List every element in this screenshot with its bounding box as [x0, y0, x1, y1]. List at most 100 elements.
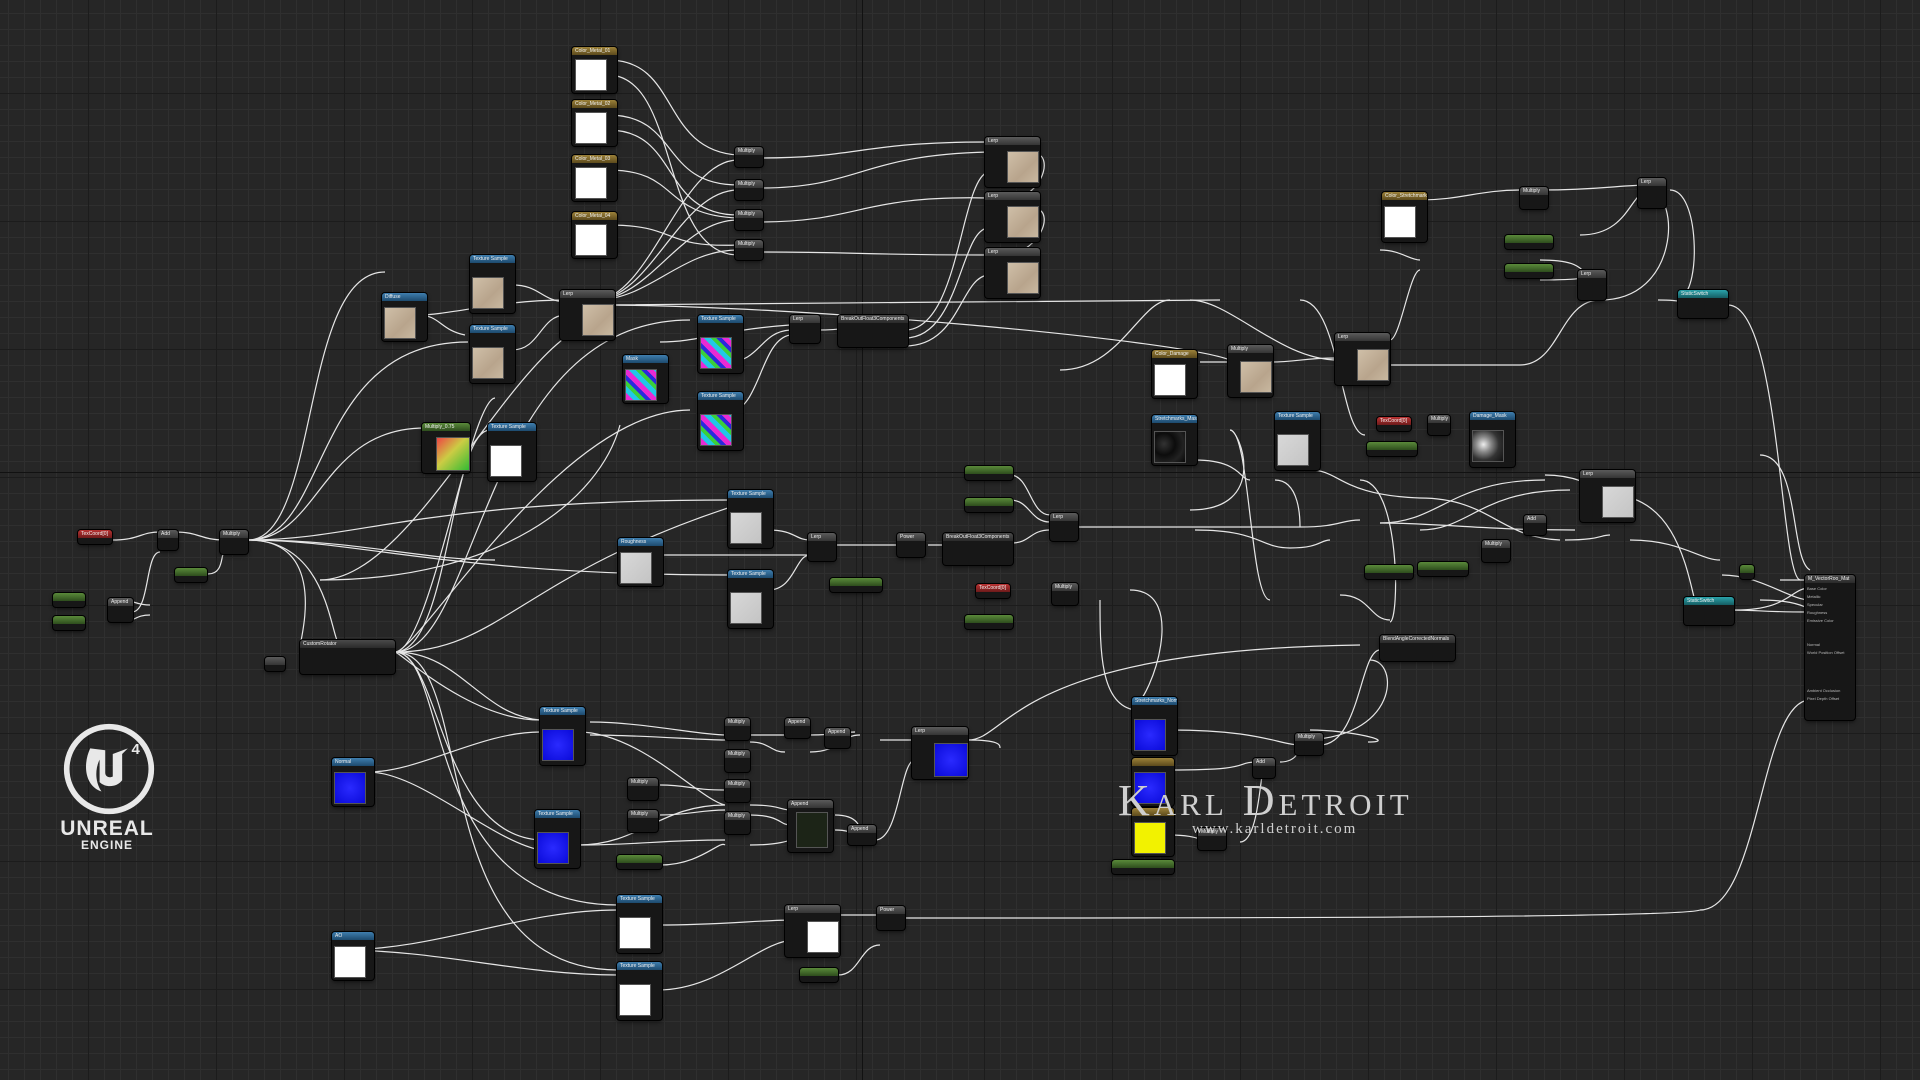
- multiply-node[interactable]: Multiply: [725, 718, 750, 740]
- multiply-node[interactable]: Multiply: [1428, 415, 1450, 435]
- texture-sample-node[interactable]: Texture Sample: [470, 255, 515, 313]
- break-out-float3-node[interactable]: BreakOutFloat3Components: [838, 315, 908, 347]
- vector-param-node[interactable]: [1132, 808, 1174, 856]
- graph-origin-vertical-line: [862, 0, 863, 1080]
- add-node[interactable]: Add: [158, 530, 178, 550]
- append-node[interactable]: Append: [785, 718, 810, 738]
- multiply-node[interactable]: Multiply: [1228, 345, 1273, 397]
- custom-rotator-node[interactable]: CustomRotator: [300, 640, 395, 674]
- texcoord-node[interactable]: TexCoord[0]: [1377, 417, 1411, 431]
- multiply-node[interactable]: Multiply: [1295, 733, 1323, 755]
- static-switch-node[interactable]: StaticSwitch: [1684, 597, 1734, 625]
- scalar-param-node[interactable]: [1367, 442, 1417, 456]
- texture-sample-node[interactable]: Texture Sample: [1275, 412, 1320, 470]
- texture-object-damage-mask[interactable]: Damage_Mask: [1470, 412, 1515, 467]
- append-node[interactable]: Append: [108, 598, 133, 622]
- texture-sample-stretchmarks-normal[interactable]: Stretchmarks_Normal: [1132, 697, 1177, 755]
- texcoord-node[interactable]: TexCoord[0]: [976, 584, 1010, 598]
- scalar-param-node[interactable]: [965, 498, 1013, 512]
- param-multiply-0-75[interactable]: Multiply_0.75: [422, 423, 470, 473]
- multiply-node[interactable]: Multiply: [735, 147, 763, 167]
- lerp-node[interactable]: Lerp: [985, 137, 1040, 187]
- param-color-metal-02[interactable]: Color_Metal_02: [572, 100, 617, 146]
- texture-object-roughness[interactable]: Roughness: [618, 538, 663, 586]
- param-color-metal-03[interactable]: Color_Metal_03: [572, 155, 617, 201]
- lerp-node[interactable]: Lerp: [560, 290, 615, 340]
- multiply-node[interactable]: Multiply: [735, 180, 763, 200]
- multiply-node[interactable]: Multiply: [220, 530, 248, 554]
- lerp-node[interactable]: Lerp: [1050, 513, 1078, 541]
- scalar-param-node[interactable]: [1418, 562, 1468, 576]
- vector-preview: [1134, 772, 1166, 804]
- param-color-metal-04[interactable]: Color_Metal_04: [572, 212, 617, 258]
- lerp-node[interactable]: Lerp: [1580, 470, 1635, 522]
- texture-object-normal[interactable]: Normal: [332, 758, 374, 806]
- constant-node[interactable]: [265, 657, 285, 671]
- scalar-param-node[interactable]: [53, 616, 85, 630]
- append-node[interactable]: Append: [825, 728, 850, 748]
- vector-param-node[interactable]: [1132, 758, 1174, 806]
- lerp-node[interactable]: Lerp: [1335, 333, 1390, 385]
- texture-sample-node[interactable]: Texture Sample: [698, 392, 743, 450]
- lerp-node[interactable]: Lerp: [985, 192, 1040, 242]
- texture-sample-node[interactable]: Texture Sample: [617, 962, 662, 1020]
- scalar-param-node[interactable]: [830, 578, 882, 592]
- scalar-param-node[interactable]: [53, 593, 85, 607]
- scalar-param-node[interactable]: [1505, 235, 1553, 249]
- static-switch-node[interactable]: StaticSwitch: [1678, 290, 1728, 318]
- blend-angle-corrected-normals-node[interactable]: BlendAngleCorrectedNormals: [1380, 635, 1455, 661]
- lerp-node[interactable]: Lerp: [808, 533, 836, 561]
- multiply-node[interactable]: Multiply: [1198, 828, 1226, 850]
- multiply-node[interactable]: Multiply: [1052, 583, 1078, 605]
- lerp-node[interactable]: Lerp: [1638, 178, 1666, 208]
- scalar-param-node[interactable]: [175, 568, 207, 582]
- multiply-node[interactable]: Multiply: [628, 778, 658, 800]
- param-color-damage[interactable]: Color_Damage: [1152, 350, 1197, 398]
- texture-sample-node[interactable]: Texture Sample: [728, 490, 773, 548]
- param-color-stretchmarks[interactable]: Color_Stretchmarks: [1382, 192, 1427, 242]
- multiply-node[interactable]: Multiply: [725, 780, 750, 802]
- multiply-node[interactable]: Multiply: [628, 810, 658, 832]
- multiply-node[interactable]: Multiply: [725, 812, 750, 834]
- power-node[interactable]: Power: [897, 533, 925, 557]
- lerp-node[interactable]: Lerp: [985, 248, 1040, 298]
- add-node[interactable]: Add: [1253, 758, 1275, 778]
- texture-sample-node[interactable]: Texture Sample: [728, 570, 773, 628]
- texture-sample-node[interactable]: Texture Sample: [488, 423, 536, 481]
- scalar-param-node[interactable]: [1112, 860, 1174, 874]
- multiply-node[interactable]: Multiply: [735, 240, 763, 260]
- multiply-node[interactable]: Multiply: [1520, 187, 1548, 209]
- lerp-node[interactable]: Lerp: [1578, 270, 1606, 300]
- material-result-node[interactable]: M_VectorRoo_Mat Base Color Metallic Spec…: [1805, 575, 1855, 720]
- texture-sample-node[interactable]: Texture Sample: [540, 707, 585, 765]
- append-node[interactable]: Append: [788, 800, 833, 852]
- texture-sample-node[interactable]: Texture Sample: [617, 895, 662, 953]
- scalar-param-node[interactable]: [617, 855, 662, 869]
- multiply-node[interactable]: Multiply: [725, 750, 750, 772]
- texture-object-mask[interactable]: Mask: [623, 355, 668, 403]
- append-node[interactable]: Append: [848, 825, 876, 845]
- texture-sample-node[interactable]: Texture Sample: [698, 315, 743, 373]
- static-bool-param[interactable]: [1740, 565, 1754, 579]
- scalar-param-node[interactable]: [800, 968, 838, 982]
- lerp-node[interactable]: Lerp: [912, 727, 968, 779]
- lerp-node[interactable]: Lerp: [785, 905, 840, 957]
- texture-sample-node[interactable]: Texture Sample: [535, 810, 580, 868]
- power-node[interactable]: Power: [877, 906, 905, 930]
- multiply-node[interactable]: Multiply: [1482, 540, 1510, 562]
- scalar-param-node[interactable]: [1365, 565, 1413, 579]
- param-color-metal-01[interactable]: Color_Metal_01: [572, 47, 617, 93]
- scalar-param-node[interactable]: [965, 615, 1013, 629]
- add-node[interactable]: Add: [1524, 515, 1546, 535]
- texture-sample-node[interactable]: Texture Sample: [470, 325, 515, 383]
- multiply-node[interactable]: Multiply: [735, 210, 763, 230]
- scalar-param-node[interactable]: [1505, 264, 1553, 278]
- texture-object-diffuse[interactable]: Diffuse: [382, 293, 427, 341]
- scalar-param-node[interactable]: [965, 466, 1013, 480]
- lerp-node[interactable]: Lerp: [790, 315, 820, 343]
- break-out-float3-node[interactable]: BreakOutFloat3Components: [943, 533, 1013, 565]
- texcoord-node[interactable]: TexCoord[0]: [78, 530, 112, 544]
- texture-object-stretchmarks-mask[interactable]: Stretchmarks_Mask: [1152, 415, 1197, 465]
- texture-object-ao[interactable]: AO: [332, 932, 374, 980]
